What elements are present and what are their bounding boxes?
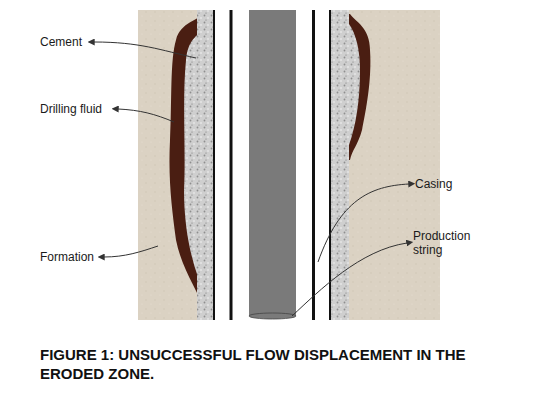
cement <box>184 28 213 300</box>
production-string <box>249 10 296 316</box>
casing-wall <box>230 10 233 320</box>
bore <box>233 10 312 320</box>
figure-caption: FIGURE 1: UNSUCCESSFUL FLOW DISPLACEMENT… <box>40 346 530 384</box>
casing <box>312 10 331 320</box>
casing-wall <box>312 10 315 320</box>
leader-line <box>94 42 196 58</box>
leader-line <box>118 109 174 122</box>
leader-line <box>104 246 158 257</box>
production-string <box>249 313 296 319</box>
cement <box>349 24 360 145</box>
part-label: Cement <box>40 35 100 49</box>
part-label: Production string <box>413 229 485 258</box>
casing-wall <box>213 10 215 320</box>
cement <box>331 10 349 320</box>
leader-line <box>318 184 409 262</box>
part-label: Formation <box>40 250 106 264</box>
casing-wall <box>329 10 331 320</box>
casing <box>213 10 233 320</box>
leader-line <box>292 243 407 316</box>
formation <box>138 10 440 320</box>
part-label: Drilling fluid <box>40 102 120 116</box>
part-label: Casing <box>415 177 485 191</box>
